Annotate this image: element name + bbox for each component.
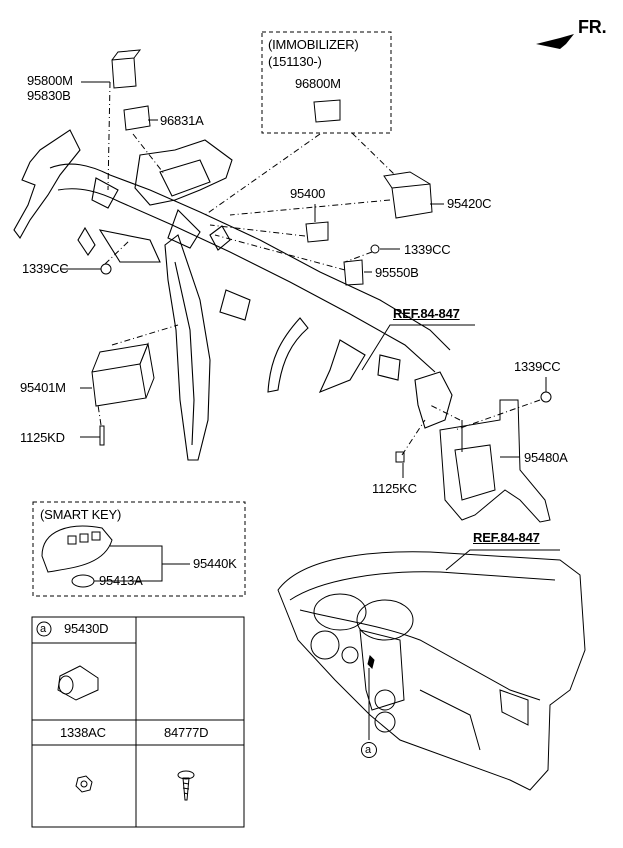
nut-1339CC-right xyxy=(540,391,552,403)
part-1125KD: 1125KD xyxy=(20,430,65,445)
part-1339CC-right: 1339CC xyxy=(514,359,561,374)
part-95480A: 95480A xyxy=(524,450,568,465)
bolt-1125KD xyxy=(99,425,105,446)
ref-lower: REF.84-847 xyxy=(473,530,540,545)
dashboard-callout-a: a xyxy=(365,744,371,756)
dashboard-panel xyxy=(277,551,586,791)
parts-table-grid xyxy=(31,616,245,828)
front-label: FR. xyxy=(578,17,607,37)
part-96800M: 96800M xyxy=(295,76,341,91)
module-95550B xyxy=(343,259,364,286)
part-95400: 95400 xyxy=(290,186,326,201)
ref-upper: REF.84-847 xyxy=(393,306,460,321)
part-95401M: 95401M xyxy=(20,380,66,395)
module-96831A xyxy=(123,105,151,131)
immobilizer-range: (151130-) xyxy=(268,54,322,69)
part-95413A: 95413A xyxy=(99,573,143,588)
table-part-95430D: 95430D xyxy=(64,621,109,636)
part-95830B: 95830B xyxy=(27,88,71,103)
part-96831A: 96831A xyxy=(160,113,204,128)
screw-84777D xyxy=(177,770,195,801)
cowl-crossbar xyxy=(13,129,453,461)
immobilizer-box xyxy=(261,31,392,134)
module-95401M xyxy=(91,342,155,407)
module-95420C xyxy=(383,171,433,219)
bolt-1125KC xyxy=(395,451,405,463)
table-callout-a: a xyxy=(40,623,46,635)
nut-1339CC-mid xyxy=(370,244,380,254)
smart-key-box xyxy=(32,501,246,597)
smart-key-title: (SMART KEY) xyxy=(40,507,122,522)
module-95400 xyxy=(305,221,329,243)
smart-key-fob xyxy=(41,525,113,573)
bracket-95480A xyxy=(439,399,551,523)
part-95800M: 95800M xyxy=(27,73,73,88)
immobilizer-title: (IMMOBILIZER) xyxy=(268,37,359,52)
part-95420C: 95420C xyxy=(447,196,492,211)
front-arrow-icon xyxy=(536,34,574,49)
table-part-84777D: 84777D xyxy=(164,725,209,740)
module-95800M xyxy=(111,49,142,89)
table-part-1338AC: 1338AC xyxy=(60,725,106,740)
nut-1339CC-left xyxy=(100,263,112,275)
coin-battery xyxy=(71,574,95,588)
nut-1338AC xyxy=(75,775,93,793)
key-cylinder-95430D xyxy=(57,665,99,701)
module-96800M xyxy=(313,99,341,123)
part-1339CC-mid: 1339CC xyxy=(404,242,451,257)
part-95550B: 95550B xyxy=(375,265,419,280)
part-1125KC: 1125KC xyxy=(372,481,417,496)
part-95440K: 95440K xyxy=(193,556,237,571)
part-1339CC-left: 1339CC xyxy=(22,261,69,276)
